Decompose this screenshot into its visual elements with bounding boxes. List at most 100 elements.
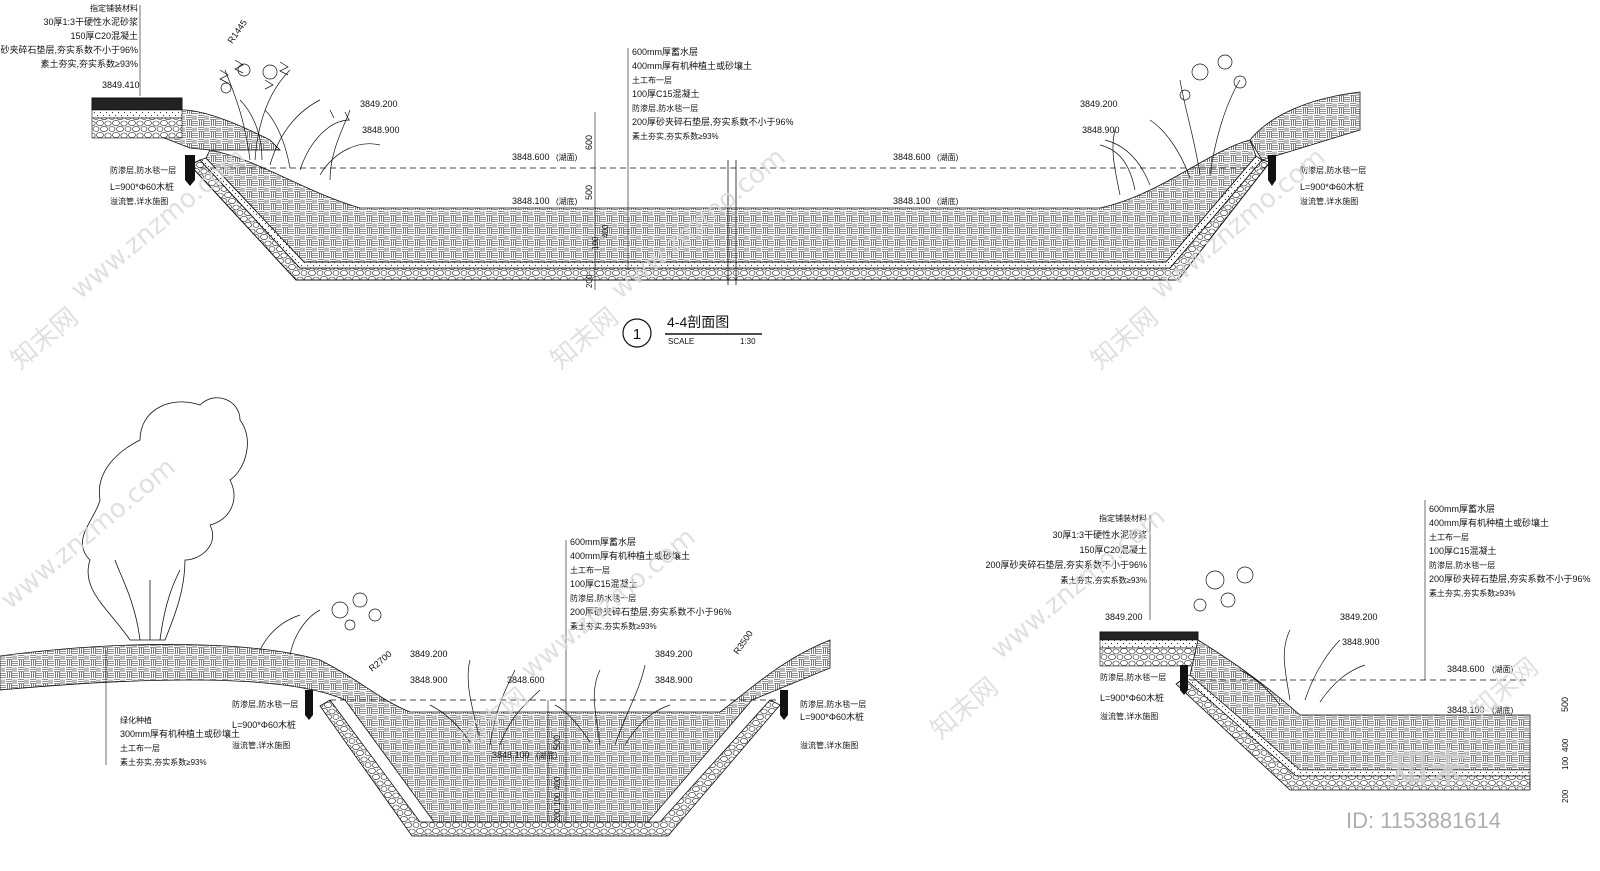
watermark-brand: 知末网 — [5, 302, 84, 375]
dimension: 200 — [1561, 789, 1570, 803]
water-elevation: 3848.600 — [893, 152, 931, 162]
bank-note: L=900*Φ60木桩 — [800, 711, 864, 722]
paving-note: 150厚C20混凝土 — [1079, 544, 1147, 555]
section-number-circle — [622, 318, 652, 348]
section-4-4-labels: 指定铺装材料 30厚1:3干硬性水泥砂浆 150厚C20混凝土 200厚砂夹碎石… — [0, 3, 1366, 348]
paving-note: 200厚砂夹碎石垫层,夯实系数不小于96% — [0, 44, 138, 55]
elevation-label: 3848.900 — [1342, 637, 1380, 647]
watermark-brand: 知末网 — [925, 672, 1004, 745]
dimension: 400 — [601, 224, 610, 238]
layer-note: 100厚C15混凝土 — [1429, 545, 1497, 556]
bottom-elevation: 3848.100 — [492, 750, 530, 760]
water-tag: (湖面) — [937, 153, 959, 162]
section-right-labels: 指定铺装材料 30厚1:3干硬性水泥砂浆 150厚C20混凝土 200厚砂夹碎石… — [985, 503, 1590, 803]
radius-label: R3500 — [731, 629, 754, 656]
radius-label: R1445 — [226, 18, 249, 45]
bank-note: 溢流管,详水施图 — [1300, 196, 1358, 206]
elevation-label: 3849.410 — [102, 80, 140, 90]
dimension: 600 — [584, 135, 594, 150]
section-middle — [0, 397, 831, 837]
layer-note: 100厚C15混凝土 — [570, 578, 638, 589]
dimension: 400 — [1561, 738, 1570, 752]
dimension: 100 — [591, 236, 600, 250]
watermark-logo: 知末 — [1388, 746, 1468, 792]
bank-note: 防渗层,防水毯一层 — [110, 165, 176, 175]
layer-note: 土工布一层 — [570, 565, 610, 575]
water-elevation: 3848.600 — [512, 152, 550, 162]
elevation-label: 3849.200 — [1105, 612, 1143, 622]
section-title: 4-4剖面图 — [667, 314, 729, 330]
bank-note: 防渗层,防水毯一层 — [1100, 672, 1166, 682]
layer-note: 土工布一层 — [632, 75, 672, 85]
section-4-4 — [91, 48, 1361, 290]
elevation-label: 3849.200 — [655, 649, 693, 659]
dimension: 100 — [1561, 756, 1570, 770]
paving-note: 指定铺装材料 — [1099, 513, 1147, 523]
watermark-brand: 知末网 — [545, 302, 624, 375]
bottom-elevation: 3848.100 — [1447, 705, 1485, 715]
paving-note: 指定铺装材料 — [90, 3, 138, 13]
layer-note: 防渗层,防水毯一层 — [632, 103, 698, 113]
elevation-label: 3849.200 — [410, 649, 448, 659]
paving-note: 30厚1:3干硬性水泥砂浆 — [43, 16, 138, 27]
elevation-label: 3848.900 — [655, 675, 693, 685]
layer-note: 600mm厚蓄水层 — [570, 536, 636, 547]
bottom-elevation: 3848.100 — [512, 196, 550, 206]
bank-note: 防渗层,防水毯一层 — [800, 699, 866, 709]
paving-note: 30厚1:3干硬性水泥砂浆 — [1052, 529, 1147, 540]
bank-note: 溢流管,详水施图 — [800, 740, 858, 750]
bottom-tag: (湖底) — [937, 196, 959, 206]
dimension: 400 — [553, 776, 562, 790]
bottom-tag: (湖底) — [556, 196, 578, 206]
paving-note: 素土夯实,夯实系数≥93% — [1060, 575, 1147, 585]
layer-note: 400mm厚有机种植土或砂壤土 — [570, 550, 690, 561]
layer-note: 素土夯实,夯实系数≥93% — [570, 621, 657, 631]
bank-note: 溢流管,详水施图 — [110, 196, 168, 206]
elevation-label: 3848.900 — [1082, 125, 1120, 135]
layer-note: 土工布一层 — [1429, 532, 1469, 542]
bank-note: 溢流管,详水施图 — [232, 740, 290, 750]
elevation-label: 3848.900 — [362, 125, 400, 135]
paving-note: 200厚砂夹碎石垫层,夯实系数不小于96% — [985, 559, 1147, 570]
layer-note: 素土夯实,夯实系数≥93% — [632, 131, 719, 141]
bank-note: 溢流管,详水施图 — [1100, 711, 1158, 721]
scale-label: SCALE — [668, 337, 694, 346]
dimension: 200 — [553, 808, 562, 822]
elevation-label: 3849.200 — [360, 99, 398, 109]
layer-note: 200厚砂夹碎石垫层,夯实系数不小于96% — [570, 606, 732, 617]
planting-note: 绿化种植 — [120, 715, 152, 725]
bank-note: L=900*Φ60木桩 — [1300, 181, 1364, 192]
water-tag: (湖面) — [556, 153, 578, 162]
bottom-elevation: 3848.100 — [893, 196, 931, 206]
elevation-label: 3849.200 — [1340, 612, 1378, 622]
layer-note: 素土夯实,夯实系数≥93% — [1429, 588, 1516, 598]
planting-note: 素土夯实,夯实系数≥93% — [120, 757, 207, 767]
layer-note: 防渗层,防水毯一层 — [1429, 560, 1495, 570]
planting-note: 300mm厚有机种植土或砂壤土 — [120, 728, 240, 739]
radius-label: R2700 — [367, 649, 394, 674]
layer-note: 400mm厚有机种植土或砂壤土 — [632, 60, 752, 71]
bank-note: 防渗层,防水毯一层 — [232, 699, 298, 709]
water-tag: (湖面) — [1492, 665, 1514, 674]
section-middle-labels: 600mm厚蓄水层 400mm厚有机种植土或砂壤土 土工布一层 100厚C15混… — [105, 536, 866, 822]
elevation-label: 3849.200 — [1080, 99, 1118, 109]
layer-note: 600mm厚蓄水层 — [1429, 503, 1495, 514]
section-right — [1099, 500, 1531, 791]
bottom-tag: (湖底) — [536, 750, 558, 760]
dimension: 500 — [552, 735, 562, 750]
bank-note: L=900*Φ60木桩 — [110, 181, 174, 192]
bottom-tag: (湖底) — [1492, 705, 1514, 715]
dimension: 500 — [1560, 697, 1570, 712]
planting-note: 土工布一层 — [120, 743, 160, 753]
watermark-id: ID: 1153881614 — [1346, 808, 1501, 833]
elevation-label: 3848.900 — [410, 675, 448, 685]
layer-note: 200厚砂夹碎石垫层,夯实系数不小于96% — [632, 116, 794, 127]
dimension: 200 — [585, 274, 594, 288]
bank-note: 防渗层,防水毯一层 — [1300, 165, 1366, 175]
dimension: 500 — [584, 185, 594, 200]
scale-value: 1:30 — [740, 337, 756, 346]
layer-note: 防渗层,防水毯一层 — [570, 593, 636, 603]
dimension: 100 — [553, 792, 562, 806]
layer-note: 200厚砂夹碎石垫层,夯实系数不小于96% — [1429, 573, 1591, 584]
